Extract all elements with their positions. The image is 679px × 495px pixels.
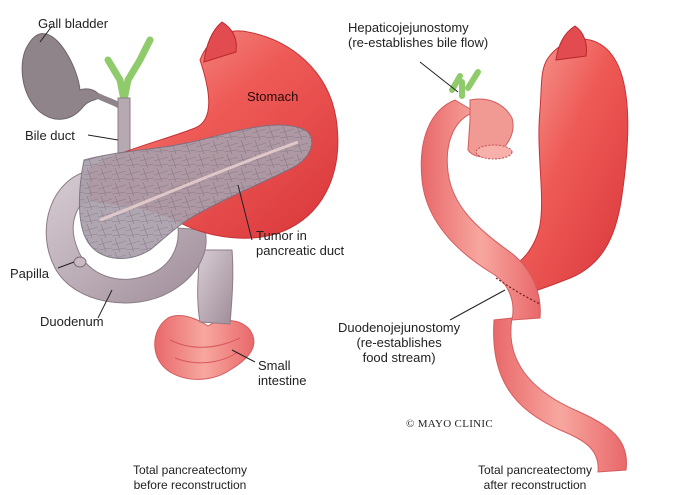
label-duodenojejunostomy: Duodenojejunostomy (re-establishes food …: [338, 320, 460, 365]
label-stomach: Stomach: [247, 89, 298, 104]
papilla-mark: [74, 257, 86, 267]
reconstructed-stomach-shape: [510, 39, 628, 296]
caption-after: Total pancreatectomy after reconstructio…: [435, 463, 635, 493]
label-tumor: Tumor in pancreatic duct: [256, 228, 344, 258]
hepatic-duct-branches: [108, 40, 150, 100]
label-small-intestine: Small intestine: [258, 358, 306, 388]
hepaticojejunostomy-site: [452, 72, 478, 96]
caption-before: Total pancreatectomy before reconstructi…: [90, 463, 290, 493]
descending-limb-shape: [494, 318, 627, 472]
bile-duct-shape: [118, 98, 130, 158]
label-papilla: Papilla: [10, 266, 49, 281]
label-hepaticojejunostomy: Hepaticojejunostomy (re-establishes bile…: [348, 20, 488, 50]
jejunum-tube: [198, 250, 233, 324]
copyright-mayo-clinic: © MAYO CLINIC: [406, 418, 493, 430]
label-bile-duct: Bile duct: [25, 128, 75, 143]
label-duodenum: Duodenum: [40, 314, 104, 329]
right-panel-illustration: [420, 26, 628, 472]
gall-bladder-shape: [22, 34, 100, 120]
label-gall-bladder: Gall bladder: [38, 16, 108, 31]
